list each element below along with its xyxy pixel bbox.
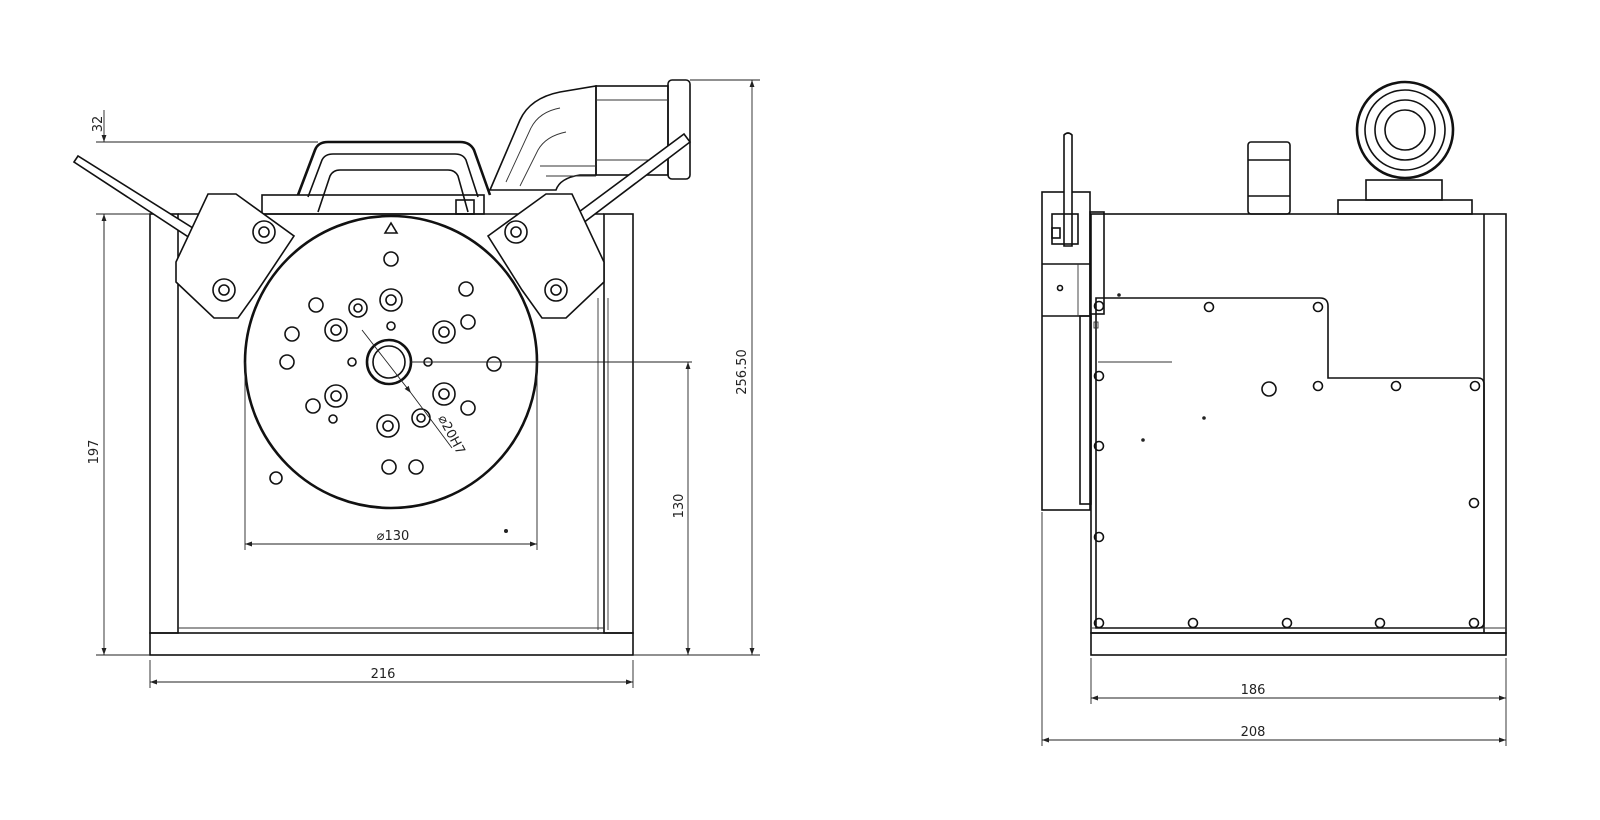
side-round-connector bbox=[1355, 80, 1455, 180]
carry-handle bbox=[296, 140, 492, 196]
side-view bbox=[1041, 80, 1507, 656]
side-base-plate bbox=[1090, 632, 1507, 656]
dim-front-width: 216 bbox=[371, 667, 396, 682]
left-clamp-block bbox=[175, 193, 296, 319]
dim-handle-height: 32 bbox=[91, 116, 106, 133]
dim-axis-height: 130 bbox=[672, 494, 687, 519]
front-left-panel bbox=[149, 213, 179, 634]
right-clamp-block bbox=[486, 193, 605, 319]
side-cover-plate bbox=[1095, 297, 1485, 629]
elbow-connector bbox=[488, 79, 691, 191]
side-body bbox=[1090, 213, 1507, 634]
dim-side-body-depth: 186 bbox=[1241, 683, 1266, 698]
side-rod bbox=[1063, 132, 1073, 247]
dim-body-height: 197 bbox=[87, 440, 102, 465]
side-connector-base bbox=[1337, 199, 1473, 215]
side-screws bbox=[1093, 300, 1481, 629]
front-base-plate bbox=[149, 632, 634, 656]
front-view bbox=[72, 79, 692, 656]
dim-total-height: 256.50 bbox=[735, 349, 750, 395]
plain-holes bbox=[269, 251, 508, 533]
dim-flange-diameter: ⌀130 bbox=[377, 529, 410, 544]
front-top-housing bbox=[261, 194, 485, 215]
index-triangle bbox=[383, 221, 399, 234]
side-top-block bbox=[1247, 141, 1291, 215]
dim-side-total-depth: 208 bbox=[1241, 725, 1266, 740]
left-rod bbox=[72, 154, 198, 240]
front-right-panel bbox=[603, 213, 634, 634]
side-vent-hole bbox=[1261, 381, 1277, 397]
dim-bore-fit: ⌀20H7 bbox=[434, 413, 467, 457]
side-dimensions: 186 208 bbox=[1041, 512, 1507, 746]
front-dimensions: 32 197 256.50 130 216 ⌀130 ⌀20H7 bbox=[87, 79, 760, 688]
bolt-holes bbox=[324, 288, 456, 438]
